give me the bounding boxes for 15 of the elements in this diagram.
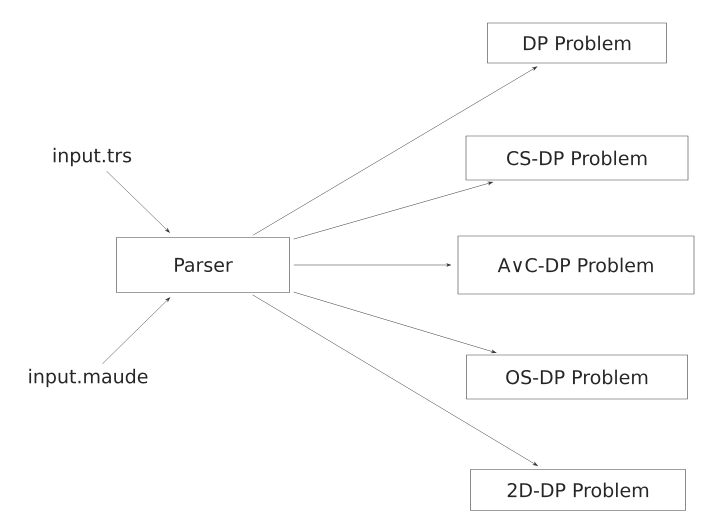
arrow (293, 292, 496, 354)
process-box: A∨C-DP Problem (458, 236, 694, 294)
arrow (102, 297, 170, 364)
process-box: CS-DP Problem (466, 136, 688, 180)
arrow (252, 294, 538, 466)
process-box: Parser (116, 237, 290, 293)
arrow (106, 170, 170, 233)
process-box: DP Problem (487, 22, 667, 64)
arrow (293, 182, 493, 240)
arrow (294, 263, 452, 267)
process-box: OS-DP Problem (466, 354, 688, 400)
input-label: input.maude (29, 368, 148, 388)
process-box: 2D-DP Problem (470, 469, 686, 511)
arrow (252, 66, 538, 236)
input-label: input.trs (54, 148, 132, 166)
